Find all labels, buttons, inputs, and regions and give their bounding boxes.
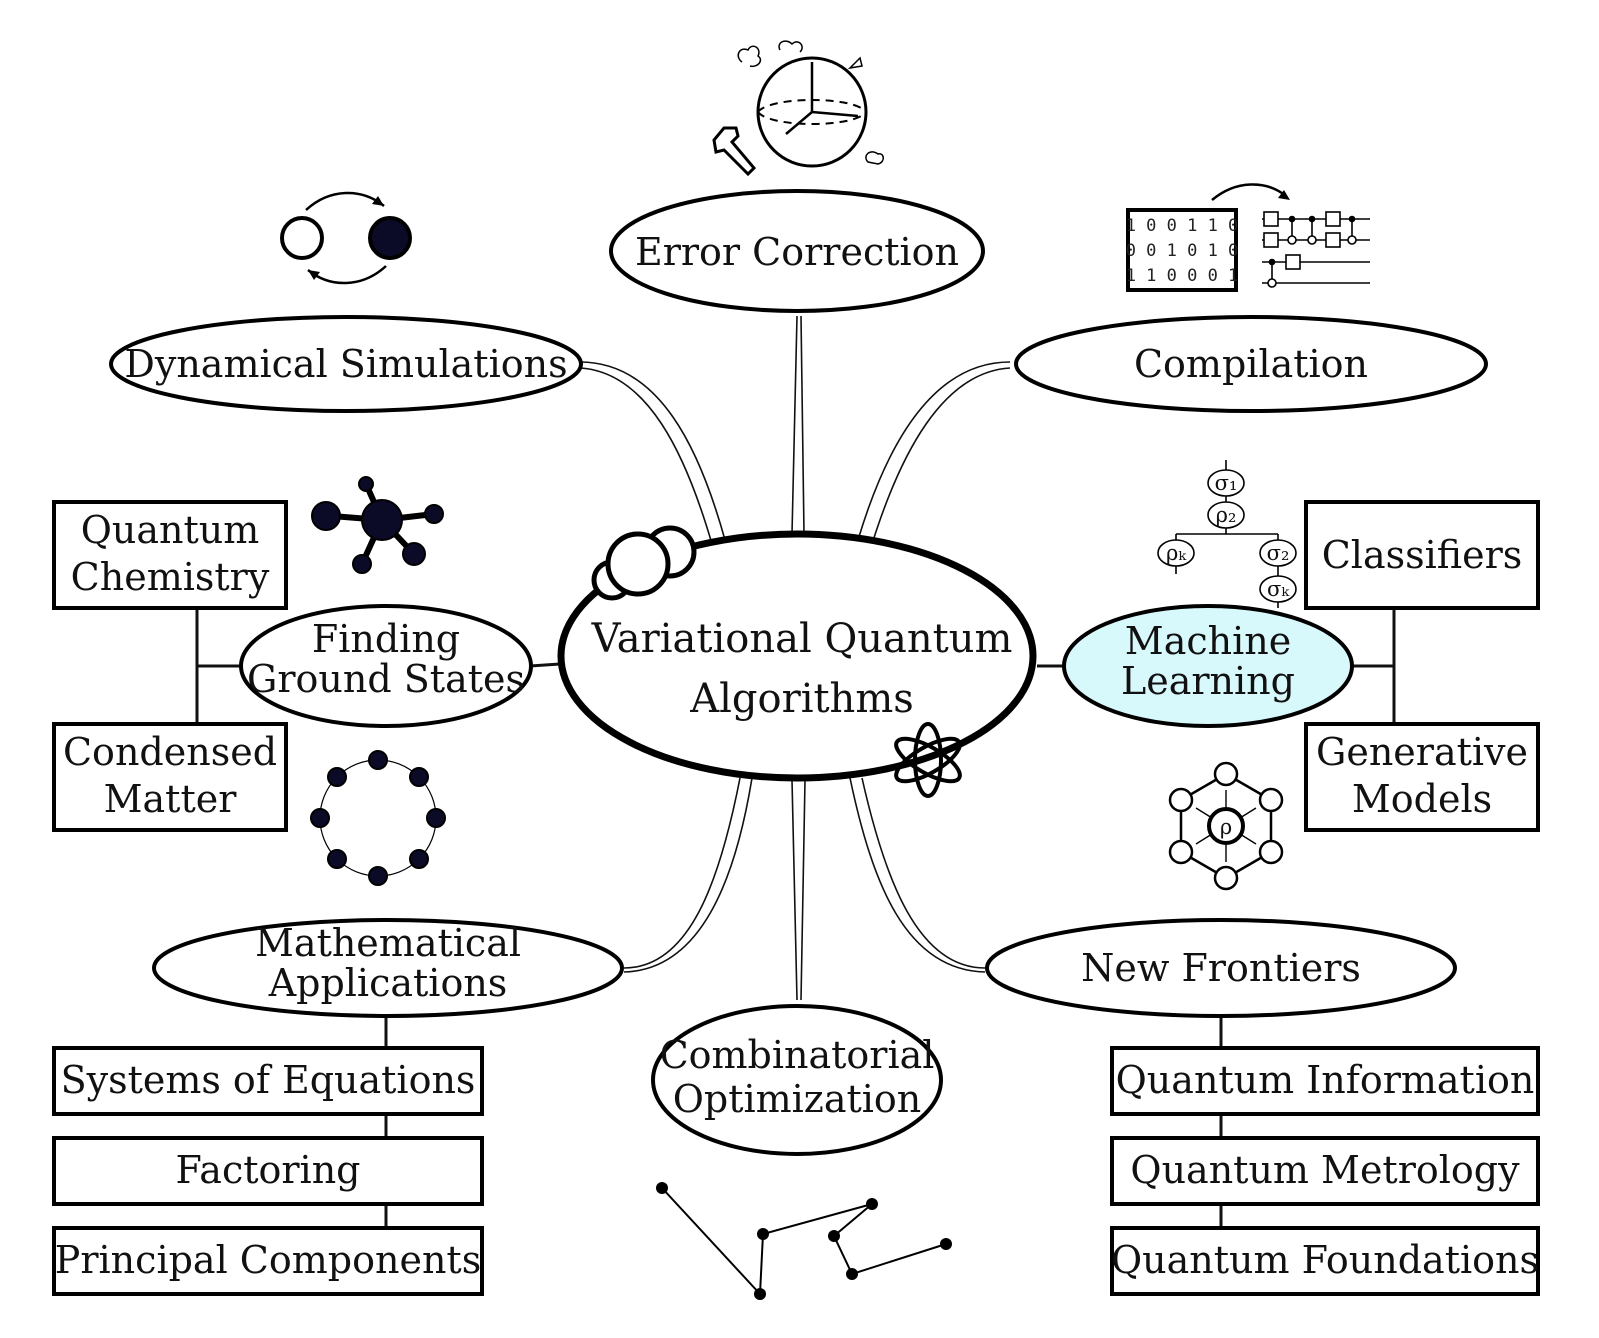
leaf-quantum-chemistry[interactable]: Quantum Chemistry [52,500,288,610]
leaf-label-chemistry: Chemistry [71,555,270,599]
leaf-label-condensed: Condensed [63,730,277,774]
bit-row-2: 0 0 1 0 1 0 [1126,241,1239,261]
tree-label-rhok: ρₖ [1166,541,1187,565]
bit-row-1: 1 0 0 1 1 0 [1126,216,1239,236]
wrench-icon [712,126,757,177]
tree-label-sigma2: σ₂ [1267,541,1290,565]
hexagon-network-icon: ρ [1168,761,1284,891]
branch-label-compilation: Compilation [1134,342,1368,386]
spin-ring-icon [310,750,446,886]
leaf-label-systems-of-equations: Systems of Equations [61,1058,476,1102]
leaf-label-quantum: Quantum [81,508,260,552]
arrow-icon [1211,183,1290,201]
leaf-factoring[interactable]: Factoring [52,1136,484,1206]
branch-label-error-correction: Error Correction [635,230,959,274]
branch-label-learning: Learning [1121,659,1295,703]
branch-machine-learning[interactable]: Machine Learning [1062,604,1354,728]
connectors [529,315,1065,1001]
leaf-classifiers[interactable]: Classifiers [1304,500,1540,610]
branch-compilation[interactable]: Compilation [1014,315,1488,413]
molecule-icon [311,476,444,574]
branch-label-applications: Applications [268,961,508,1005]
leaf-label-matter: Matter [104,777,238,821]
leaf-quantum-foundations[interactable]: Quantum Foundations [1110,1226,1540,1296]
branch-error-correction[interactable]: Error Correction [609,189,985,313]
branch-label-ground-states: Ground States [247,657,525,701]
branch-mathematical-applications[interactable]: Mathematical Applications [152,918,624,1018]
leaf-principal-components[interactable]: Principal Components [52,1226,484,1296]
branch-label-dynamical-simulations: Dynamical Simulations [124,342,567,386]
thought-bubbles-icon [591,525,697,601]
bit-row-3: 1 1 0 0 0 1 [1126,266,1239,286]
leaf-label-principal-components: Principal Components [55,1238,481,1282]
branch-label-combinatorial: Combinatorial [660,1033,935,1077]
branch-combinatorial-optimization[interactable]: Combinatorial Optimization [651,1004,943,1156]
leaf-quantum-metrology[interactable]: Quantum Metrology [1110,1136,1540,1206]
center-title-line1: Variational Quantum [591,616,1013,662]
tensor-tree-icon: σ₁ ρ₂ ρₖ σ₂ σₖ [1157,460,1297,608]
leaf-label-generative: Generative [1316,730,1528,774]
branch-label-finding: Finding [312,617,460,661]
bloch-sphere-icon [737,40,884,168]
leaf-quantum-information[interactable]: Quantum Information [1110,1046,1540,1116]
center-node[interactable]: Variational Quantum Algorithms [557,530,1037,782]
leaf-label-quantum-information: Quantum Information [1116,1058,1535,1102]
state-swap-icon [280,191,412,285]
leaf-generative-models[interactable]: Generative Models [1304,722,1540,832]
branch-label-mathematical: Mathematical [255,921,521,965]
branch-finding-ground-states[interactable]: Finding Ground States [239,604,533,728]
leaf-label-quantum-metrology: Quantum Metrology [1130,1148,1520,1192]
leaf-label-classifiers: Classifiers [1322,533,1523,577]
branch-label-optimization: Optimization [673,1077,922,1121]
branch-label-new-frontiers: New Frontiers [1081,946,1361,990]
leaf-systems-of-equations[interactable]: Systems of Equations [52,1046,484,1116]
quantum-circuit-icon [1262,211,1370,288]
leaf-label-quantum-foundations: Quantum Foundations [1111,1238,1539,1282]
leaf-label-factoring: Factoring [176,1148,361,1192]
tree-label-sigmak: σₖ [1267,577,1290,601]
bit-matrix-icon: 1 0 0 1 1 0 0 0 1 0 1 0 1 1 0 0 0 1 [1126,208,1239,292]
branch-dynamical-simulations[interactable]: Dynamical Simulations [109,315,583,413]
atom-icon [894,722,962,798]
hexagon-label-rho: ρ [1220,815,1232,839]
branch-label-machine: Machine [1125,619,1291,663]
leaf-condensed-matter[interactable]: Condensed Matter [52,722,288,832]
center-title-line2: Algorithms [689,676,914,722]
tree-label-rho2: ρ₂ [1216,503,1237,527]
graph-path-icon [656,1182,952,1300]
tree-label-sigma1: σ₁ [1215,471,1238,495]
leaf-label-models: Models [1352,777,1492,821]
branch-new-frontiers[interactable]: New Frontiers [985,918,1457,1018]
